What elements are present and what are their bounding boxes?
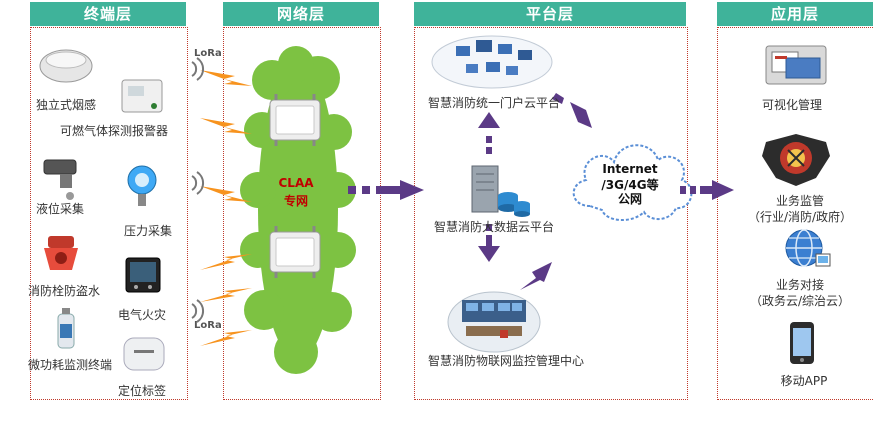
level-sensor-icon (43, 159, 77, 200)
label-location-tag: 定位标签 (118, 384, 167, 398)
header-platform: 平台层 (414, 2, 686, 26)
platform-arrows (478, 93, 592, 290)
label-docking-parties: （政务云/综治云） (749, 294, 851, 308)
smoke-detector-icon (39, 49, 93, 83)
label-public-network: 公网 (617, 192, 643, 206)
network-column (223, 27, 381, 400)
label-hydrant-sensor: 消防栓防盗水 (28, 284, 101, 298)
wireless-signal-icons (191, 57, 204, 323)
mobile-phone-icon (790, 322, 814, 364)
fire-badge-icon (762, 134, 830, 186)
label-visual-management: 可视化管理 (761, 98, 823, 112)
hydrant-sensor-icon (44, 236, 78, 270)
micro-power-terminal-icon (57, 308, 75, 349)
terminal-column (30, 27, 188, 400)
label-level-sensor: 液位采集 (36, 202, 85, 216)
label-monitor-center: 智慧消防物联网监控管理中心 (427, 354, 585, 368)
label-electric-fire: 电气火灾 (118, 308, 167, 322)
pressure-sensor-icon (127, 165, 157, 206)
application-column (717, 27, 874, 400)
gateway-bottom-icon (269, 226, 321, 278)
portal-cloud-icon (431, 35, 553, 89)
globe-icon (785, 229, 831, 267)
label-bigdata-platform: 智慧消防大数据云平台 (433, 220, 555, 234)
gas-detector-icon (121, 79, 163, 113)
label-gas-detector: 可燃气体探测报警器 (60, 124, 169, 138)
label-internet: Internet (602, 162, 658, 176)
header-application: 应用层 (717, 2, 873, 26)
label-lora-bottom: LoRa (194, 320, 222, 331)
label-supervision-parties: （行业/消防/政府） (747, 210, 853, 224)
gateway-top-icon (269, 94, 321, 146)
arrow-platform-to-application (680, 180, 734, 200)
visual-management-icon (765, 45, 827, 85)
claa-cloud (240, 46, 356, 374)
header-network: 网络层 (223, 2, 379, 26)
electric-fire-icon (125, 257, 161, 293)
label-mobile-app: 移动APP (780, 374, 828, 388)
label-mobile-networks: /3G/4G等 (601, 178, 659, 192)
label-pressure-sensor: 压力采集 (124, 224, 173, 238)
monitor-center-icon (447, 291, 541, 353)
label-micro-power-terminal: 微功耗监测终端 (28, 358, 113, 372)
platform-column (414, 27, 688, 400)
label-business-supervision: 业务监管 (775, 194, 825, 208)
label-smoke-detector: 独立式烟感 (36, 98, 97, 112)
location-tag-icon (123, 337, 165, 371)
lightning-bolts (200, 70, 252, 346)
label-private-network: 专网 (283, 194, 309, 208)
label-lora-top: LoRa (194, 48, 222, 59)
label-portal-platform: 智慧消防统一门户云平台 (427, 96, 561, 110)
label-claa: CLAA (278, 176, 314, 190)
bigdata-server-icon (471, 165, 530, 217)
arrow-network-to-platform (348, 180, 424, 200)
label-business-docking: 业务对接 (775, 278, 825, 292)
header-terminal: 终端层 (30, 2, 186, 26)
internet-cloud-icon (572, 144, 693, 221)
